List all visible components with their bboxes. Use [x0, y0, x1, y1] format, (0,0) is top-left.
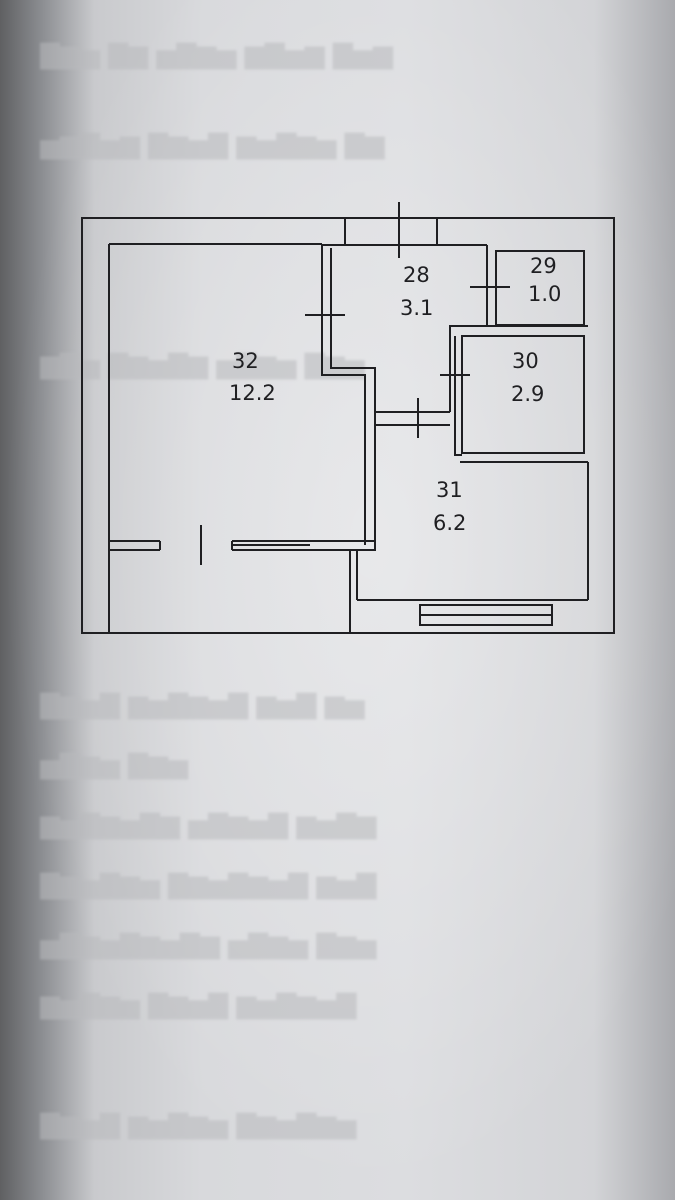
room-number: 29 [530, 254, 557, 278]
bleed-through-text: ▅▇▆▅▇▆▅▇▆ ▅▇▆▅ ▇▆▅ [40, 930, 377, 960]
bleed-through-text: ▅▆▇▅▆ ▇▆▅▇ ▆▅▇▆▅ ▇▆ [40, 130, 385, 160]
room-area: 3.1 [400, 296, 433, 320]
outer-wall [81, 217, 615, 634]
room-30-walls [461, 335, 585, 454]
room-area: 1.0 [528, 282, 561, 306]
room-label-32: 32 12.2 [229, 349, 276, 405]
bleed-through-text: ▇▆▅▇▆▅ ▇▆▅▇▆▅▇ ▆▅▇ [40, 870, 377, 900]
wall-line [330, 248, 376, 551]
room-label-28: 28 3.1 [400, 263, 433, 320]
room-area: 2.9 [511, 382, 544, 406]
room-number: 30 [512, 349, 539, 373]
room-label-29: 29 1.0 [528, 254, 561, 306]
bleed-through-text: ▅▇▆▅ ▇▆▅ [40, 750, 189, 780]
room-number: 28 [403, 263, 430, 287]
bleed-through-text: ▇▆▅ ▇▆ ▅▇▆▅ ▆▇▅▆ ▇▅▆ [40, 40, 393, 70]
bleed-through-text: ▆▇▅ ▇▆▅▇▆ ▅▇▆▅ ▇▆▅ [40, 350, 365, 380]
room-area: 12.2 [229, 381, 276, 405]
walls [81, 217, 615, 634]
wall-line [454, 336, 462, 456]
room-area: 6.2 [433, 511, 466, 535]
bleed-through-text: ▇▆▅▇ ▆▅▇▆▅ ▇▆▅▇▆▅ [40, 1110, 357, 1140]
door-marks [200, 202, 510, 565]
wall-line [321, 244, 366, 545]
bleed-through-text: ▆▅▇▆▅ ▇▆▅▇ ▆▅▇▆▅▇ [40, 990, 357, 1020]
room-label-31: 31 6.2 [433, 478, 466, 535]
bleed-through-text: ▇▆▅▇ ▆▅▇▆▅▇ ▆▅▇ ▆▅ [40, 690, 365, 720]
room-number: 32 [232, 349, 259, 373]
room-label-30: 30 2.9 [511, 349, 544, 406]
bleed-through-text: ▆▅▇▆▅▇▆ ▅▇▆▅▇ ▆▅▇▆ [40, 810, 377, 840]
room-number: 31 [436, 478, 463, 502]
